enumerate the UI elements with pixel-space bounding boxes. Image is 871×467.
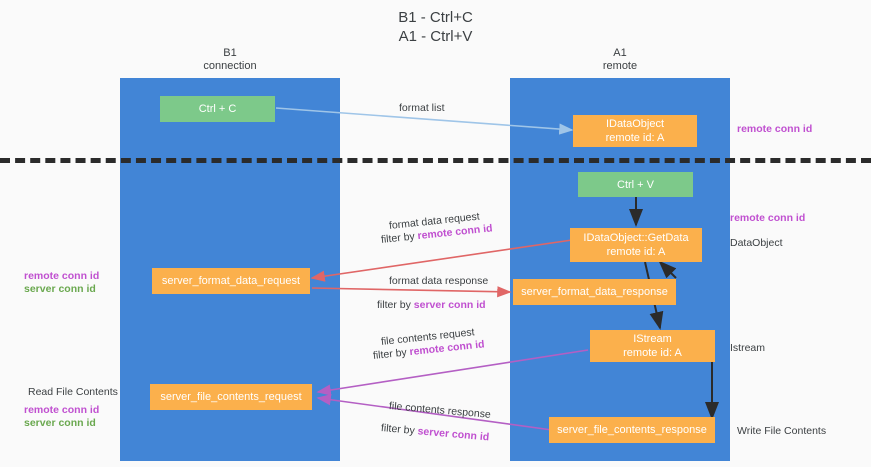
annotation-remote-conn-id-top: remote conn id: [737, 123, 813, 135]
filter-key-server-conn-id: server conn id: [413, 299, 486, 311]
column-header-b1: B1 connection: [203, 47, 257, 72]
column-header-a1: A1 remote: [602, 47, 638, 72]
edge-label-file-contents-response-filter: filter by server conn id: [380, 421, 489, 444]
node-idataobject-getdata[interactable]: IDataObject::GetData remote id: A: [570, 228, 702, 262]
annotation-write-file-contents: Write File Contents: [737, 425, 827, 437]
node-ctrl-v[interactable]: Ctrl + V: [578, 172, 693, 197]
node-istream[interactable]: IStream remote id: A: [590, 330, 715, 362]
annotation-remote-conn-id-mid: remote conn id: [730, 212, 806, 224]
annotation-left-remote-conn-id-bottom: remote conn id: [24, 404, 100, 416]
annotation-istream: Istream: [730, 342, 766, 354]
node-server-format-data-request[interactable]: server_format_data_request: [152, 268, 310, 294]
filter-prefix: filter by: [372, 346, 411, 362]
annotation-left-server-conn-id-mid: server conn id: [24, 283, 96, 295]
edge-label-format-data-response-filter: filter by server conn id: [377, 298, 486, 312]
filter-prefix: filter by: [380, 230, 419, 246]
node-server-format-data-response[interactable]: server_format_data_response: [513, 279, 676, 305]
node-ctrl-c[interactable]: Ctrl + C: [160, 96, 275, 122]
annotation-left-server-conn-id-bottom: server conn id: [24, 417, 96, 429]
annotation-left-remote-conn-id-mid: remote conn id: [24, 270, 100, 282]
edge-label-format-data-response: format data response: [389, 275, 489, 287]
section-divider: [0, 158, 871, 163]
annotation-read-file-contents: Read File Contents: [28, 386, 118, 398]
node-idataobject-remote[interactable]: IDataObject remote id: A: [573, 115, 697, 147]
filter-key-server-conn-id: server conn id: [417, 425, 490, 444]
page-title: B1 - Ctrl+C A1 - Ctrl+V: [398, 9, 473, 45]
edge-label-file-contents-response: file contents response: [388, 400, 492, 421]
node-server-file-contents-response[interactable]: server_file_contents_response: [549, 417, 715, 443]
filter-prefix: filter by: [380, 422, 419, 438]
node-server-file-contents-request[interactable]: server_file_contents_request: [150, 384, 312, 410]
edge-label-format-list: format list: [399, 102, 445, 114]
filter-prefix: filter by: [377, 299, 414, 311]
annotation-data-object: DataObject: [730, 237, 783, 249]
